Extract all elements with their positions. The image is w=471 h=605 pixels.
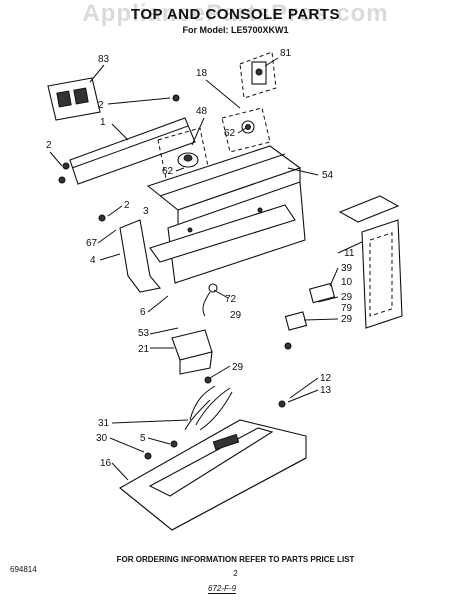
watermark: AppliancePartsPros.com bbox=[82, 0, 389, 27]
callout-1: 1 bbox=[100, 117, 106, 128]
callout-79: 79 bbox=[341, 303, 353, 314]
callout-6: 6 bbox=[140, 307, 146, 318]
screws bbox=[58, 94, 292, 460]
part-81-knob bbox=[239, 51, 277, 99]
callout-2: 2 bbox=[46, 140, 52, 151]
leader-lines bbox=[49, 57, 363, 481]
callout-2: 2 bbox=[98, 100, 104, 111]
callout-29: 29 bbox=[341, 314, 353, 325]
callout-10: 10 bbox=[341, 277, 353, 288]
callout-12: 12 bbox=[320, 373, 332, 384]
callout-54: 54 bbox=[322, 170, 334, 181]
part-4-endcap bbox=[119, 219, 162, 293]
callout-labels: 83 81 18 2 48 1 62 62 54 2 2 3 67 4 11 3… bbox=[46, 48, 355, 469]
model-subtitle: For Model: LE5700XKW1 bbox=[182, 25, 289, 35]
callout-13: 13 bbox=[320, 385, 332, 396]
callout-72: 72 bbox=[225, 294, 237, 305]
document-code: 694814 bbox=[10, 565, 37, 574]
callout-31: 31 bbox=[98, 418, 110, 429]
page-number: 2 bbox=[233, 569, 238, 578]
callout-62: 62 bbox=[162, 166, 174, 177]
callout-11: 11 bbox=[344, 248, 355, 259]
callout-21: 21 bbox=[138, 344, 150, 355]
part-11-side-panel bbox=[338, 195, 403, 329]
callout-81: 81 bbox=[280, 48, 292, 59]
callout-29: 29 bbox=[232, 362, 244, 373]
part-72-lamp bbox=[202, 283, 218, 317]
date-code: 672-F-9 bbox=[208, 584, 237, 594]
callout-83: 83 bbox=[98, 54, 110, 65]
callout-3: 3 bbox=[143, 206, 149, 217]
callout-29: 29 bbox=[341, 292, 353, 303]
page-title: TOP AND CONSOLE PARTS bbox=[130, 6, 341, 23]
callout-2: 2 bbox=[124, 200, 130, 211]
callout-67: 67 bbox=[86, 238, 98, 249]
part-54-console bbox=[146, 145, 306, 284]
part-1-panel bbox=[69, 117, 196, 185]
callout-18: 18 bbox=[196, 68, 208, 79]
part-83-bracket bbox=[47, 77, 101, 121]
part-21-unit bbox=[171, 329, 213, 375]
callout-4: 4 bbox=[90, 255, 96, 266]
callout-62: 62 bbox=[224, 128, 236, 139]
callout-16: 16 bbox=[100, 458, 112, 469]
part-16-top-panel bbox=[119, 419, 307, 531]
ordering-note: FOR ORDERING INFORMATION REFER TO PARTS … bbox=[116, 555, 355, 564]
callout-53: 53 bbox=[138, 328, 150, 339]
part-10-switch bbox=[284, 282, 336, 331]
callout-5: 5 bbox=[140, 433, 146, 444]
part-18-switch bbox=[221, 107, 271, 153]
part-31-harness bbox=[184, 385, 233, 431]
callout-30: 30 bbox=[96, 433, 108, 444]
callout-39: 39 bbox=[341, 263, 353, 274]
callout-29: 29 bbox=[230, 310, 242, 321]
callout-48: 48 bbox=[196, 106, 208, 117]
